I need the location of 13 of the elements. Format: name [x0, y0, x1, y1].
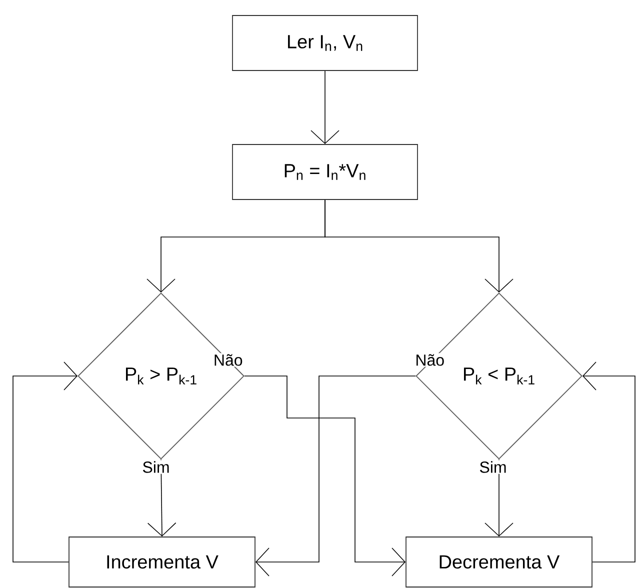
arrow — [582, 362, 636, 562]
arrow — [310, 70, 340, 144]
process-box: Ler I$_{n}$, V$_{n}$ — [232, 15, 418, 71]
edge-label: Sim — [141, 460, 171, 474]
edge-label: Não — [212, 353, 244, 367]
process-box: Decrementa V — [406, 536, 592, 588]
process-box: P$_{n}$ = I$_{n}$*V$_{n}$ — [232, 144, 418, 200]
arrow — [12, 362, 78, 562]
edge-label: Sim — [478, 460, 508, 474]
edge-label: Não — [414, 353, 446, 367]
process-box: Incrementa V — [68, 536, 256, 588]
arrow — [147, 459, 176, 537]
arrow — [324, 200, 514, 293]
